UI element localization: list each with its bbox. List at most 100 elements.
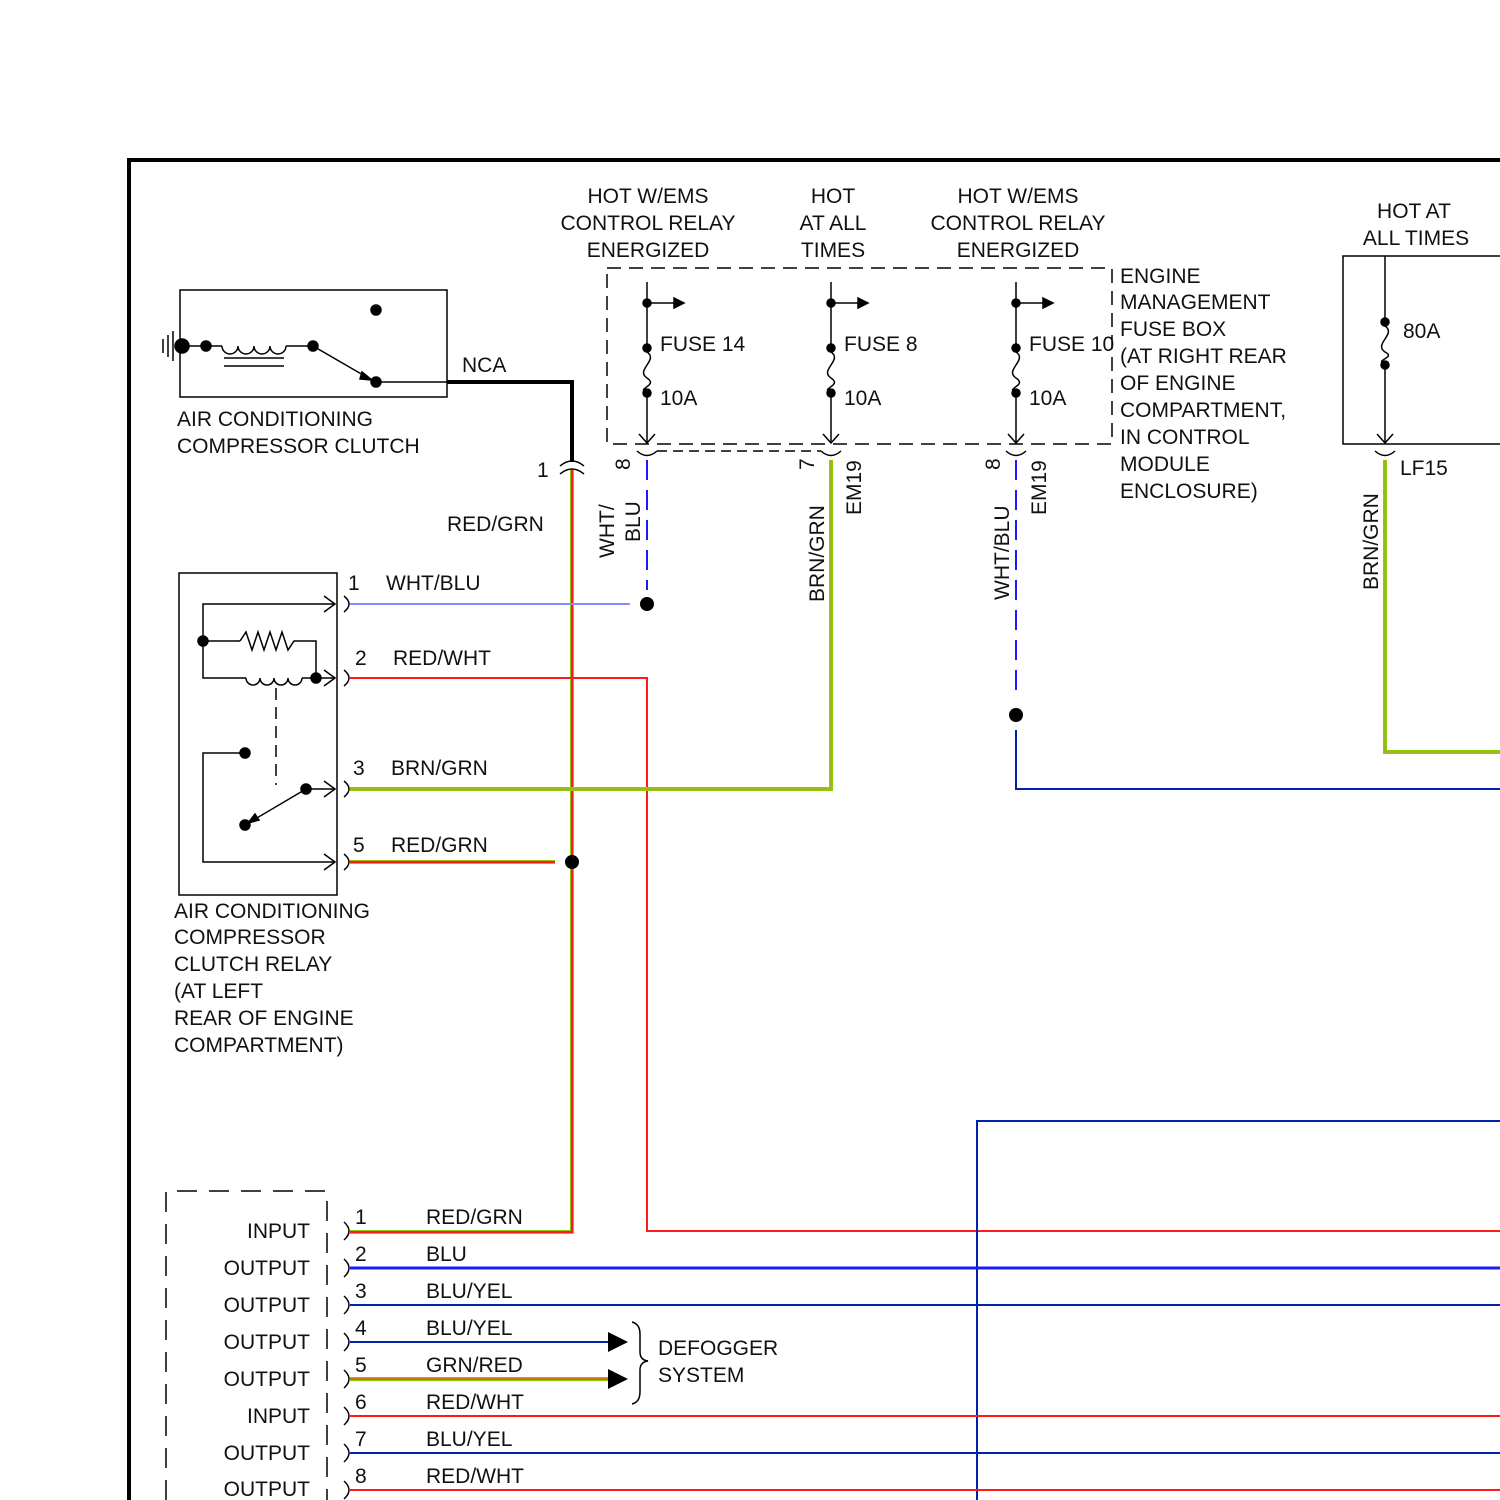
module-pin-labels: INPUT OUTPUT OUTPUT OUTPUT OUTPUT INPUT … — [224, 1220, 311, 1500]
fuse10-connector-pin: 8 — [982, 458, 1005, 470]
svg-text:AT ALL: AT ALL — [800, 212, 867, 235]
svg-text:RED/WHT: RED/WHT — [426, 1391, 524, 1414]
module-connector-cups — [344, 1222, 349, 1499]
lf15-brn-grn-label: BRN/GRN — [1360, 493, 1383, 590]
nca-wire — [447, 382, 572, 462]
svg-text:1: 1 — [348, 572, 360, 595]
svg-text:WHT/: WHT/ — [596, 504, 619, 558]
fuse14-header: HOT W/EMS CONTROL RELAY ENERGIZED — [560, 185, 735, 262]
svg-text:GRN/RED: GRN/RED — [426, 1354, 523, 1377]
svg-text:RED/WHT: RED/WHT — [426, 1465, 524, 1488]
svg-text:7: 7 — [355, 1428, 367, 1451]
svg-text:OUTPUT: OUTPUT — [224, 1442, 311, 1465]
svg-text:BLU/YEL: BLU/YEL — [426, 1428, 512, 1451]
lf15-fuse-box — [1343, 256, 1500, 444]
fuse14-connector-pin: 8 — [612, 458, 635, 470]
svg-text:BLU/YEL: BLU/YEL — [426, 1317, 512, 1340]
svg-text:MODULE: MODULE — [1120, 453, 1210, 476]
clutch-connector-pin: 1 — [537, 459, 549, 482]
svg-text:REAR OF ENGINE: REAR OF ENGINE — [174, 1007, 354, 1030]
svg-text:HOT W/EMS: HOT W/EMS — [588, 185, 709, 208]
svg-text:MANAGEMENT: MANAGEMENT — [1120, 291, 1271, 314]
svg-text:ENERGIZED: ENERGIZED — [957, 239, 1080, 262]
svg-text:OUTPUT: OUTPUT — [224, 1331, 311, 1354]
svg-text:5: 5 — [355, 1354, 367, 1377]
svg-text:COMPARTMENT): COMPARTMENT) — [174, 1034, 344, 1057]
wht-blu-label-2: WHT/BLU — [991, 506, 1014, 601]
relay-pin-labels: 1 WHT/BLU 2 RED/WHT 3 BRN/GRN 5 RED/GRN — [348, 572, 491, 857]
svg-text:3: 3 — [355, 1280, 367, 1303]
red-grn-trunk-label: RED/GRN — [447, 513, 544, 536]
svg-text:5: 5 — [353, 834, 365, 857]
svg-text:CONTROL RELAY: CONTROL RELAY — [560, 212, 735, 235]
fuse-8-rating: 10A — [844, 387, 881, 410]
svg-text:FUSE BOX: FUSE BOX — [1120, 318, 1226, 341]
fuse-10-name: FUSE 10 — [1029, 333, 1114, 356]
fuse-80a — [1375, 256, 1395, 456]
fuse-14-name: FUSE 14 — [660, 333, 746, 356]
relay-pin3-wire — [350, 460, 831, 789]
svg-text:COMPRESSOR: COMPRESSOR — [174, 926, 326, 949]
fuse-box-label: ENGINE MANAGEMENT FUSE BOX (AT RIGHT REA… — [1120, 265, 1287, 503]
splice-red-grn — [565, 855, 579, 869]
nca-label: NCA — [462, 354, 506, 377]
fuse-14 — [639, 282, 684, 443]
splice-wht-blu-1 — [640, 597, 654, 611]
fuse-10 — [1008, 282, 1053, 443]
defogger-brace — [632, 1322, 648, 1404]
svg-text:OUTPUT: OUTPUT — [224, 1294, 311, 1317]
svg-text:INPUT: INPUT — [247, 1405, 310, 1428]
svg-text:OUTPUT: OUTPUT — [224, 1257, 311, 1280]
lf15-brn-grn-wire — [1385, 460, 1500, 752]
fuse-14-rating: 10A — [660, 387, 697, 410]
fuse-10-rating: 10A — [1029, 387, 1066, 410]
ac-relay-symbol — [198, 596, 349, 870]
splice-wht-blu-2 — [1009, 708, 1023, 722]
svg-text:6: 6 — [355, 1391, 367, 1414]
svg-text:8: 8 — [355, 1465, 367, 1488]
module-wire-labels: RED/GRN BLU BLU/YEL BLU/YEL GRN/RED RED/… — [426, 1206, 524, 1488]
svg-text:OF ENGINE: OF ENGINE — [1120, 372, 1236, 395]
svg-text:WHT/BLU: WHT/BLU — [386, 572, 481, 595]
lf15-connector-label: LF15 — [1400, 457, 1448, 480]
svg-text:RED/GRN: RED/GRN — [426, 1206, 523, 1229]
svg-text:INPUT: INPUT — [247, 1220, 310, 1243]
svg-text:COMPARTMENT,: COMPARTMENT, — [1120, 399, 1286, 422]
fuse10-header: HOT W/EMS CONTROL RELAY ENERGIZED — [930, 185, 1105, 262]
fuse-8-name: FUSE 8 — [844, 333, 918, 356]
fuse-8 — [823, 282, 868, 443]
svg-text:ENCLOSURE): ENCLOSURE) — [1120, 480, 1258, 503]
fuse8-header: HOT AT ALL TIMES — [800, 185, 867, 262]
svg-text:BRN/GRN: BRN/GRN — [391, 757, 488, 780]
svg-text:TIMES: TIMES — [801, 239, 865, 262]
svg-text:1: 1 — [355, 1206, 367, 1229]
wht-blu-label-1: WHT/ BLU — [596, 501, 645, 558]
svg-text:HOT: HOT — [811, 185, 856, 208]
svg-text:COMPRESSOR CLUTCH: COMPRESSOR CLUTCH — [177, 435, 420, 458]
module-pin-numbers: 1 2 3 4 5 6 7 8 — [355, 1206, 367, 1488]
svg-text:DEFOGGER: DEFOGGER — [658, 1337, 778, 1360]
fuse10-blu-wire — [1016, 730, 1500, 789]
svg-text:RED/WHT: RED/WHT — [393, 647, 491, 670]
svg-text:4: 4 — [355, 1317, 367, 1340]
svg-text:AIR CONDITIONING: AIR CONDITIONING — [177, 408, 373, 431]
fuse8-connector-pin: 7 — [796, 458, 819, 470]
svg-text:CONTROL RELAY: CONTROL RELAY — [930, 212, 1105, 235]
svg-text:HOT AT: HOT AT — [1377, 200, 1451, 223]
svg-text:HOT W/EMS: HOT W/EMS — [958, 185, 1079, 208]
brn-grn-label: BRN/GRN — [806, 505, 829, 602]
svg-text:ALL TIMES: ALL TIMES — [1363, 227, 1469, 250]
svg-text:BLU: BLU — [622, 501, 645, 542]
svg-text:2: 2 — [355, 1243, 367, 1266]
relay-pin2-wire — [350, 678, 1500, 1231]
svg-text:ENGINE: ENGINE — [1120, 265, 1201, 288]
svg-text:RED/GRN: RED/GRN — [391, 834, 488, 857]
page-border — [129, 160, 1500, 1500]
lf15-header: HOT AT ALL TIMES — [1363, 200, 1469, 250]
svg-text:AIR CONDITIONING: AIR CONDITIONING — [174, 900, 370, 923]
ac-relay-label: AIR CONDITIONING COMPRESSOR CLUTCH RELAY… — [174, 900, 370, 1057]
fuse-box-outline — [607, 268, 1112, 444]
defogger-label: DEFOGGER SYSTEM — [658, 1337, 778, 1387]
svg-text:BLU/YEL: BLU/YEL — [426, 1280, 512, 1303]
